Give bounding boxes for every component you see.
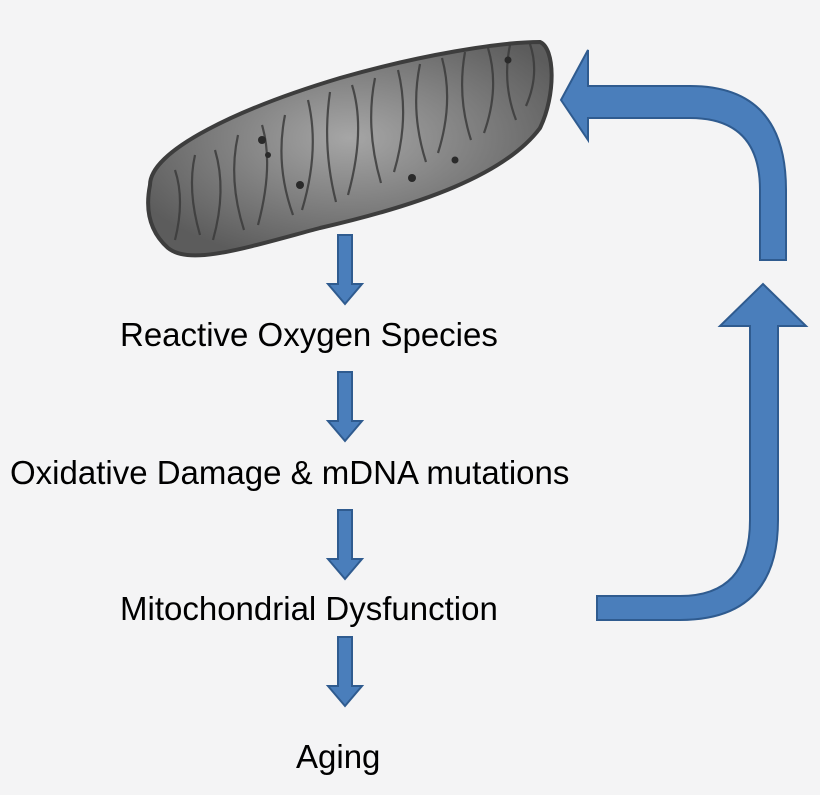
mitochondrion-granules <box>258 56 512 189</box>
arrow-dysfunction-to-aging <box>325 636 365 708</box>
node-reactive-oxygen-species: Reactive Oxygen Species <box>120 316 498 353</box>
arrow-damage-to-dysfunction <box>325 509 365 581</box>
node-oxidative-damage: Oxidative Damage & mDNA mutations <box>10 454 570 491</box>
feedback-arrow-upper <box>559 49 787 261</box>
feedback-arrow-lower <box>596 282 809 621</box>
arrow-ros-to-damage <box>325 371 365 443</box>
arrow-mito-to-ros <box>325 234 365 306</box>
node-aging: Aging <box>296 738 381 775</box>
mitochondrion-image <box>146 39 554 258</box>
node-mitochondrial-dysfunction: Mitochondrial Dysfunction <box>120 590 498 627</box>
